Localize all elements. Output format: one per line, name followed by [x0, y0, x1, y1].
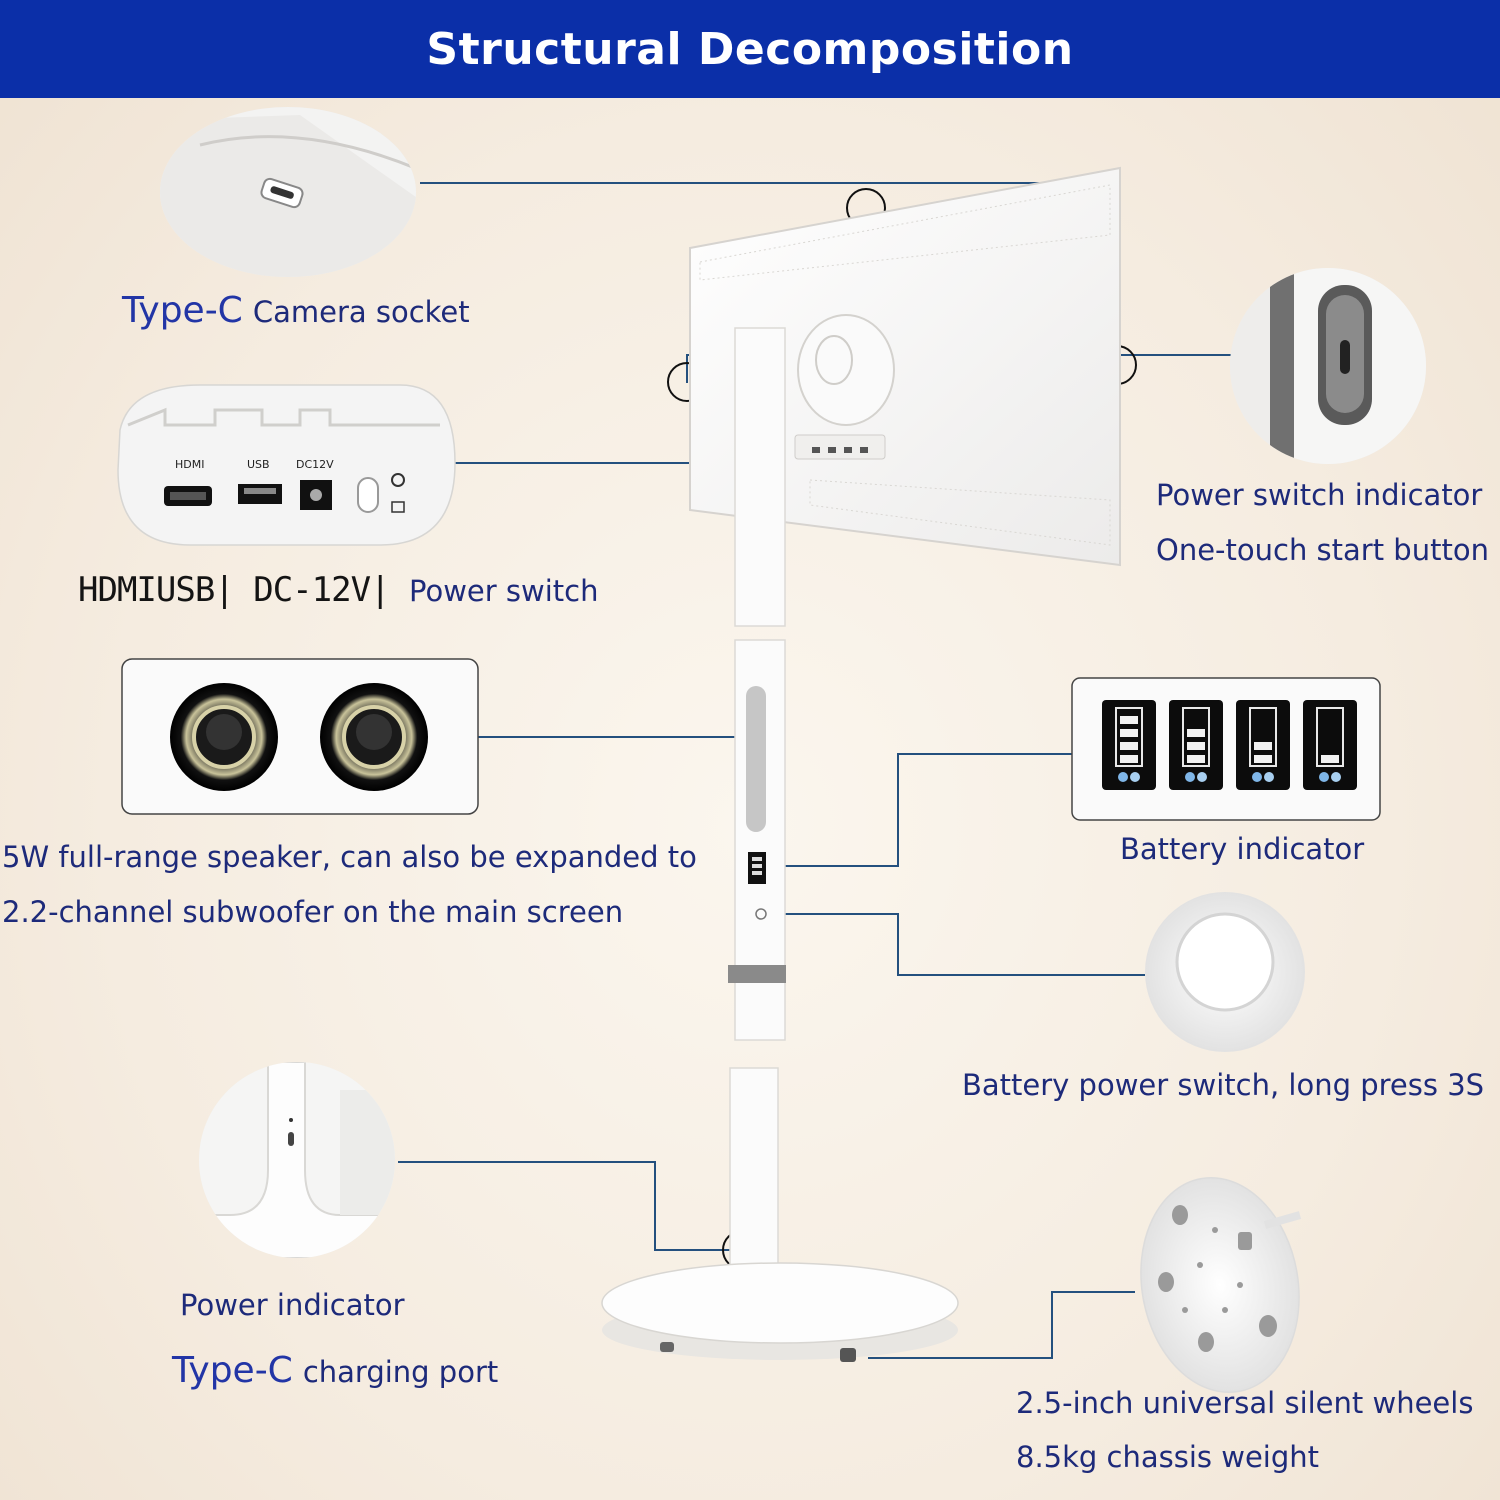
speaker-detail [121, 658, 479, 815]
power-indicator-label: Power indicator [180, 1288, 405, 1322]
power-switch-slider [357, 477, 379, 513]
pole-speaker-grille [746, 686, 766, 832]
chassis-detail [1140, 1177, 1302, 1393]
power-switch-detail [1230, 268, 1426, 464]
leader-power-indicator [398, 1161, 742, 1251]
monitor-vent-bottom [809, 479, 1111, 546]
one-touch-start-label: One-touch start button [1156, 533, 1489, 567]
page-title: Structural Decomposition [426, 23, 1074, 75]
monitor [689, 166, 1121, 567]
leader-battery-switch [767, 913, 1145, 976]
pole-joint [728, 965, 786, 983]
battery-level-icon [1236, 700, 1290, 790]
speaker-label-line1: 5W full-range speaker, can also be expan… [2, 840, 697, 874]
battery-level-icon [1102, 700, 1156, 790]
camera-type-c: Type-C [122, 290, 243, 331]
camera-socket-text: Camera socket [252, 295, 470, 329]
power-switch-indicator-label: Power switch indicator [1156, 478, 1483, 512]
ports-power-switch-text: Power switch [409, 574, 599, 608]
base-wheel [840, 1348, 856, 1362]
leader-wheels [868, 1291, 1135, 1359]
wheels-label: 2.5-inch universal silent wheels [1016, 1386, 1474, 1420]
leader-battery-indicator [760, 753, 1072, 867]
port-panel-detail: HDMI USB DC12V [117, 384, 456, 546]
charging-port-text: charging port [302, 1355, 499, 1389]
battery-indicator-label: Battery indicator [1120, 832, 1365, 866]
battery-switch-detail [1145, 892, 1305, 1052]
power-indicator-detail [199, 1062, 395, 1258]
stand-base [601, 1262, 959, 1362]
battery-switch-button [1175, 912, 1275, 1012]
battery-indicator-detail [1071, 677, 1381, 821]
port-label-dc: DC12V [296, 458, 334, 471]
charging-port-label: Type-C charging port [172, 1350, 498, 1391]
battery-power-switch-label: Battery power switch, long press 3S [962, 1068, 1485, 1102]
speaker-label-line2: 2.2-channel subwoofer on the main screen [2, 895, 624, 929]
monitor-port-slot [794, 434, 886, 460]
weight-label: 8.5kg chassis weight [1016, 1440, 1320, 1474]
camera-socket-detail [160, 107, 416, 277]
ports-label: HDMIUSB| DC-12V| Power switch [78, 570, 598, 610]
pole-battery-button [755, 908, 767, 920]
ports-mono-text: HDMIUSB| DC-12V| [78, 570, 391, 610]
monitor-back [689, 166, 1121, 567]
port-label-usb: USB [247, 458, 270, 471]
title-banner: Structural Decomposition [0, 0, 1500, 98]
monitor-vent-top [699, 184, 1111, 281]
port-label-hdmi: HDMI [175, 458, 204, 471]
charging-type-c: Type-C [172, 1350, 293, 1391]
stand-pole [728, 327, 786, 1279]
battery-level-icon [1169, 700, 1223, 790]
battery-level-icon [1303, 700, 1357, 790]
camera-socket-label: Type-C Camera socket [122, 290, 470, 331]
vesa-mount [797, 314, 895, 426]
